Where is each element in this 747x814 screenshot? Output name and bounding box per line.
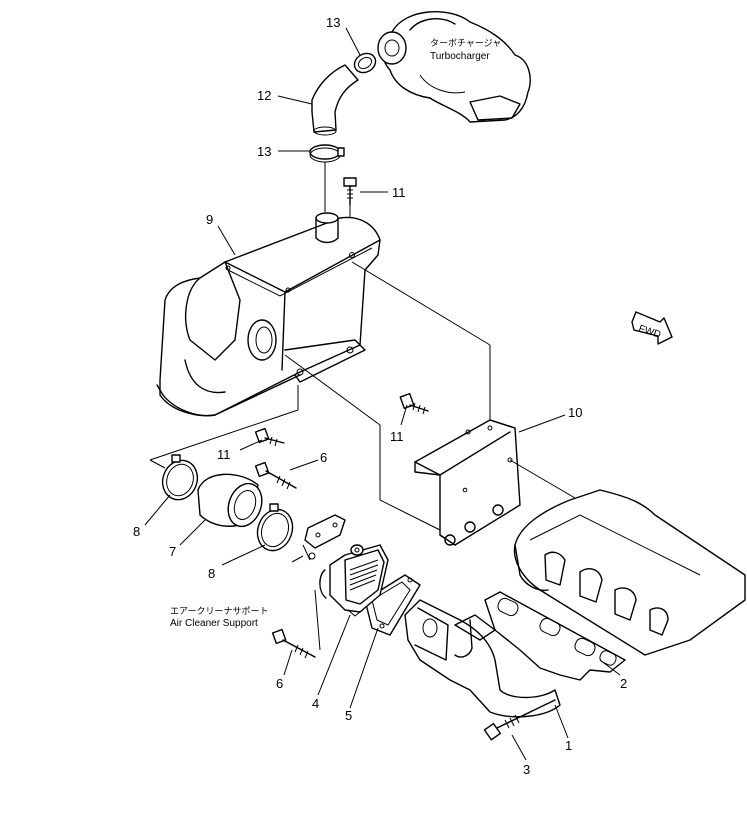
elbow-4 [319,544,389,617]
callout-6-upper: 6 [320,450,327,465]
exhaust-connector-1 [404,599,561,718]
callout-8-left: 8 [133,524,140,539]
callout-1: 1 [565,738,572,753]
hose-12 [311,64,359,133]
callout-7: 7 [169,544,176,559]
callout-8-right: 8 [208,566,215,581]
callout-4: 4 [312,696,319,711]
fwd-arrow-icon: FWD [631,311,673,345]
leader-lines [144,27,621,761]
callout-9: 9 [206,212,213,227]
tube-7 [197,473,263,528]
air-cleaner-9 [156,212,381,417]
clamp-13-upper [353,52,377,74]
callout-11-middle: 11 [390,429,404,444]
clamp-13-lower [309,144,345,163]
callout-3: 3 [523,762,530,777]
support-caption-jp: エアークリーナサポート [170,606,268,617]
bolt-11-left [254,427,285,447]
bolt-6-lower [271,628,316,659]
callout-11-left: 11 [217,447,231,462]
alignment-lines [149,261,576,651]
turbocharger-caption-en: Turbocharger [430,51,490,62]
callout-10: 10 [568,405,582,420]
exhaust-manifold-2 [513,489,746,656]
bolt-3 [483,699,556,741]
air-cleaner-support [291,514,346,563]
callout-2: 2 [620,676,627,691]
turbocharger [377,10,531,123]
gasket-5 [364,574,421,636]
bracket-10 [414,419,521,546]
support-caption-en: Air Cleaner Support [170,618,258,629]
clamp-8-right [256,503,294,552]
clamp-8-left [161,454,199,501]
callout-5: 5 [345,708,352,723]
callout-12: 12 [257,88,271,103]
bolt-6-upper [254,461,297,490]
callout-13-upper: 13 [326,15,340,30]
callout-11-top: 11 [392,185,406,200]
bolt-11-middle [399,392,429,415]
callout-13-lower: 13 [257,144,271,159]
gasket-2 [484,591,626,681]
callout-6-lower: 6 [276,676,283,691]
turbocharger-caption-jp: ターボチャージャ [430,38,501,49]
